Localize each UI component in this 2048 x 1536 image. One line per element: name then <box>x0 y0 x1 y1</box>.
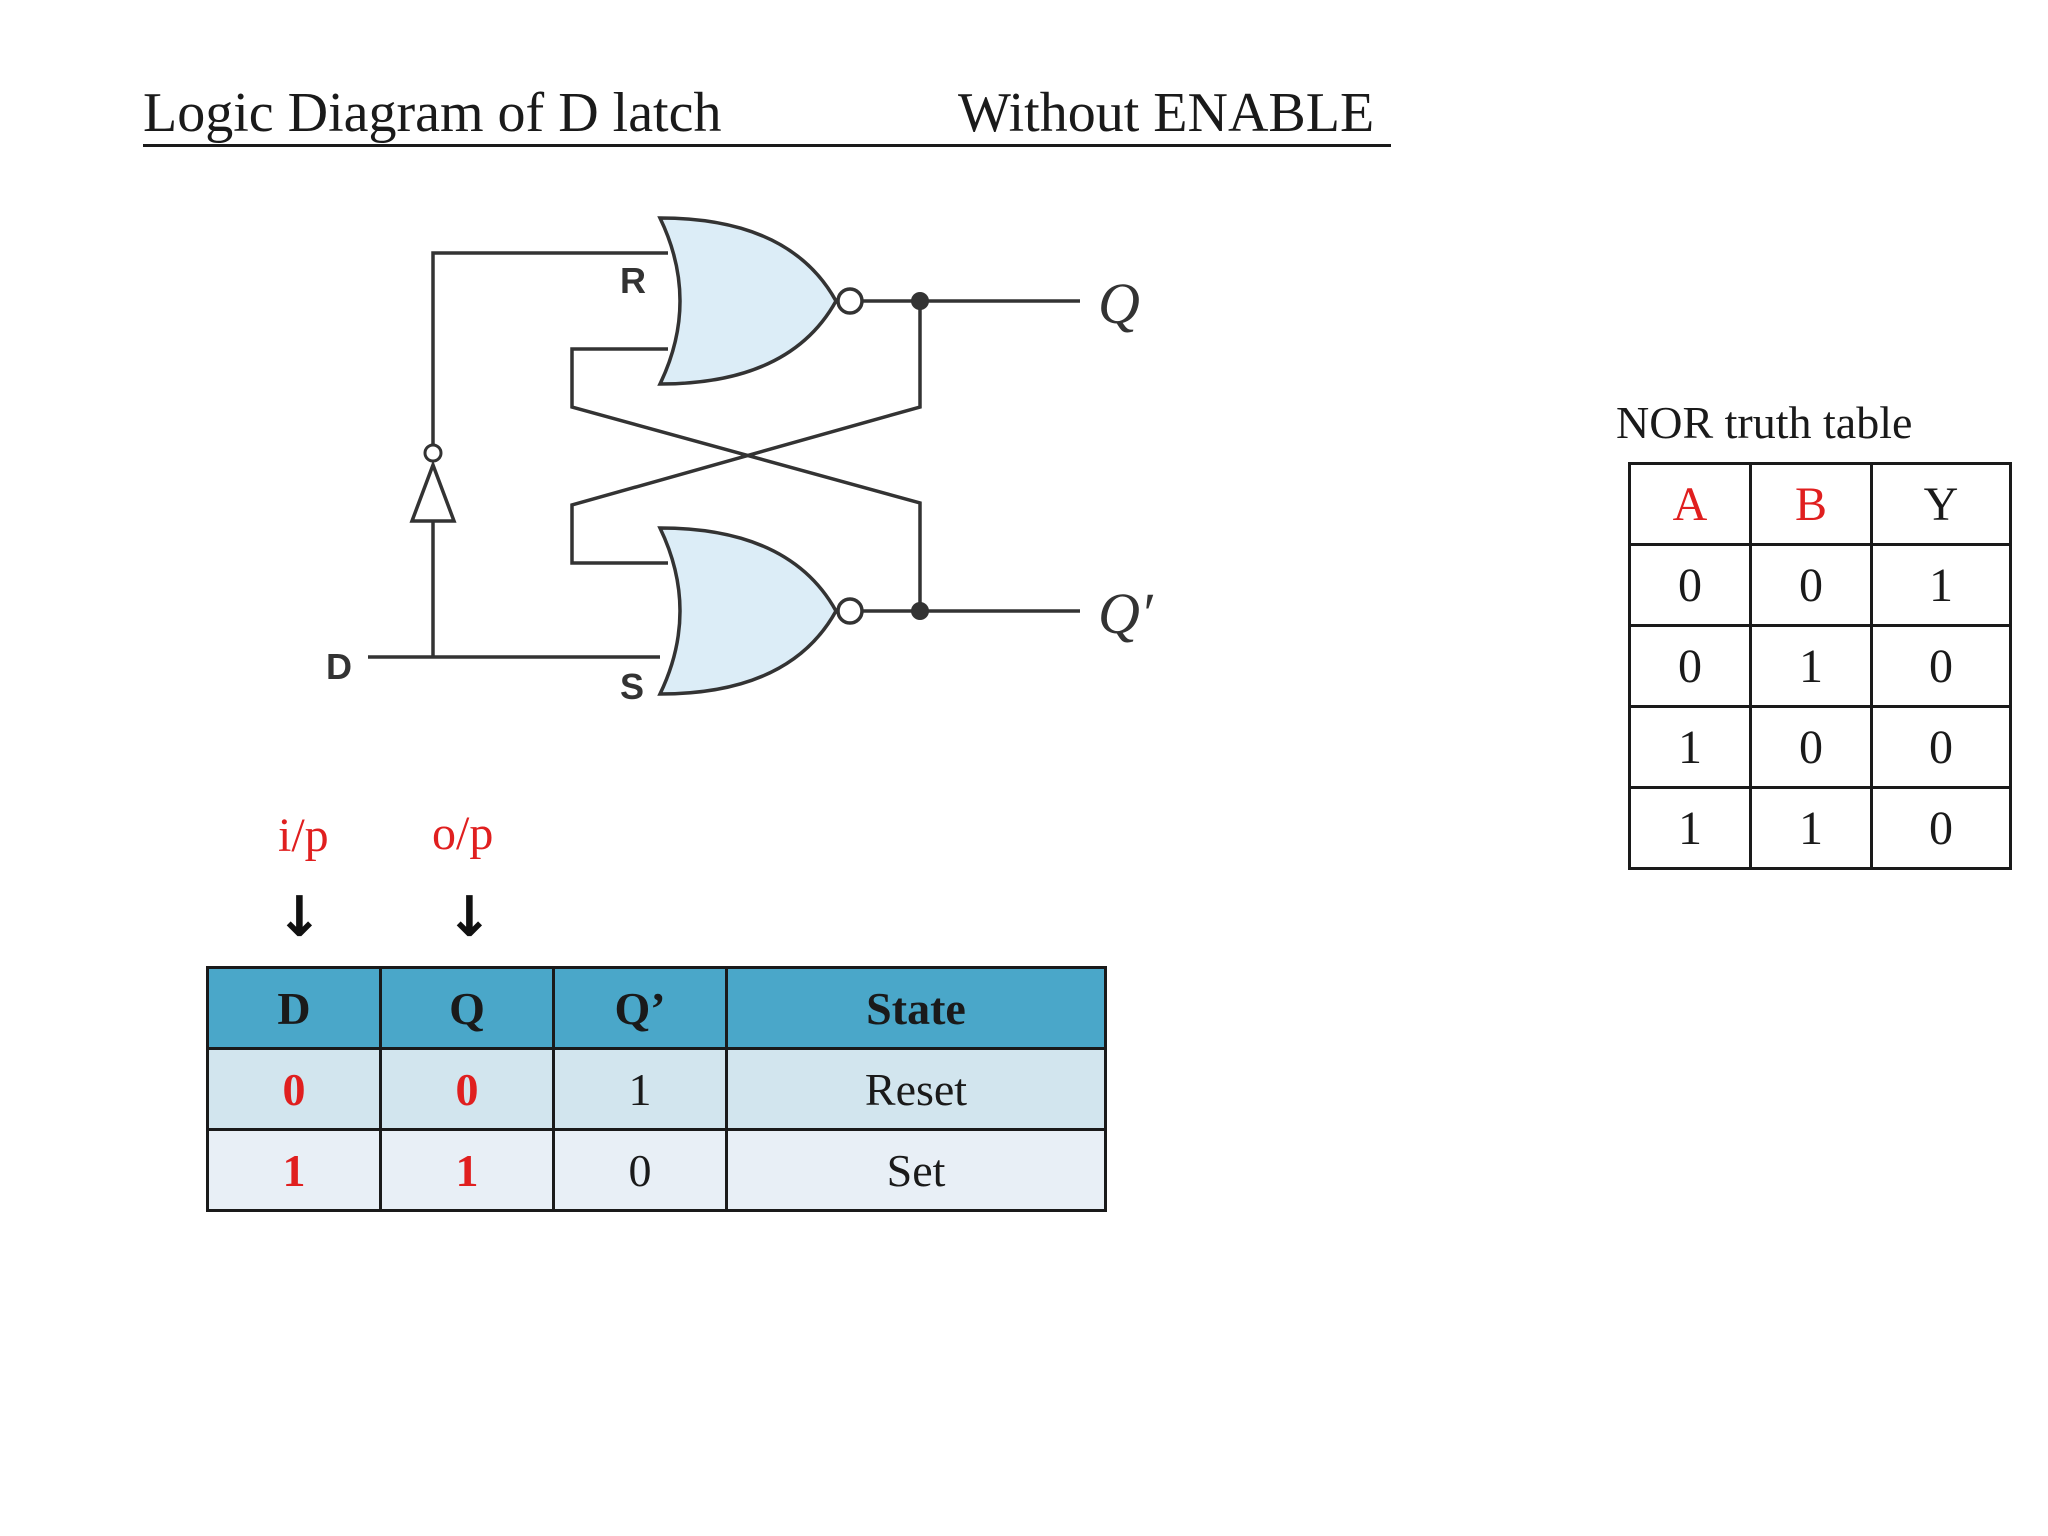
table-row: 1 1 0 <box>1628 786 2012 870</box>
table-row: 0 0 1 Reset <box>206 1047 1107 1131</box>
not-bubble <box>423 443 443 463</box>
cell-a: 1 <box>1628 786 1752 870</box>
nor-table-caption: NOR truth table <box>1616 397 1913 448</box>
nor-gate-lower <box>657 526 839 696</box>
table-row: 1 1 0 Set <box>206 1128 1107 1212</box>
title-right: Without ENABLE <box>958 82 1375 144</box>
cell-q-bar: 0 <box>552 1128 728 1212</box>
table-row: 0 0 1 <box>1628 543 2012 627</box>
cell-b: 0 <box>1749 705 1873 789</box>
down-arrow-icon: ↓ <box>276 885 323 950</box>
label-s: S <box>620 666 645 707</box>
not-gate <box>409 460 457 523</box>
label-q: Q <box>1098 271 1140 336</box>
cell-y: 0 <box>1870 786 2012 870</box>
header-q-bar: Q’ <box>552 966 728 1050</box>
cell-q: 1 <box>379 1128 555 1212</box>
cell-q: 0 <box>379 1047 555 1131</box>
header-a: A <box>1628 462 1752 546</box>
cell-b: 1 <box>1749 786 1873 870</box>
junction-q <box>911 292 929 310</box>
wire-upper-input-b <box>570 347 922 611</box>
page-title: Logic Diagram of D latch Without ENABLE <box>143 82 1391 147</box>
nor-truth-table: A B Y 0 0 1 0 1 0 1 0 0 1 1 0 <box>1628 462 2012 870</box>
cell-y: 0 <box>1870 705 2012 789</box>
wire-inverter-to-r <box>431 251 582 446</box>
label-q-bar: Q′ <box>1098 581 1153 646</box>
wire-lower-input-a <box>570 301 922 565</box>
table-row: 1 0 0 <box>1628 705 2012 789</box>
table-header-row: A B Y <box>1628 462 2012 546</box>
cell-q-bar: 1 <box>552 1047 728 1131</box>
cell-y: 1 <box>1870 543 2012 627</box>
cell-state: Reset <box>725 1047 1107 1131</box>
cell-b: 1 <box>1749 624 1873 708</box>
cell-d: 1 <box>206 1128 382 1212</box>
nor-gate-upper <box>657 216 839 386</box>
table-row: 0 1 0 <box>1628 624 2012 708</box>
label-r: R <box>620 260 646 301</box>
header-y: Y <box>1870 462 2012 546</box>
cell-d: 0 <box>206 1047 382 1131</box>
input-annotation: i/p <box>278 809 329 862</box>
cell-a: 0 <box>1628 624 1752 708</box>
cell-a: 1 <box>1628 705 1752 789</box>
down-arrow-icon: ↓ <box>446 885 493 950</box>
d-latch-state-table: D Q Q’ State 0 0 1 Reset 1 1 0 Set <box>206 966 1107 1212</box>
label-d: D <box>326 646 352 687</box>
cell-b: 0 <box>1749 543 1873 627</box>
header-d: D <box>206 966 382 1050</box>
junction-qbar <box>911 602 929 620</box>
nor-bubble-upper <box>836 287 864 315</box>
output-annotation: o/p <box>432 807 494 860</box>
cell-a: 0 <box>1628 543 1752 627</box>
nor-bubble-lower <box>836 597 864 625</box>
table-header-row: D Q Q’ State <box>206 966 1107 1050</box>
title-left: Logic Diagram of D latch <box>143 82 722 144</box>
cell-y: 0 <box>1870 624 2012 708</box>
header-b: B <box>1749 462 1873 546</box>
header-state: State <box>725 966 1107 1050</box>
header-q: Q <box>379 966 555 1050</box>
cell-state: Set <box>725 1128 1107 1212</box>
